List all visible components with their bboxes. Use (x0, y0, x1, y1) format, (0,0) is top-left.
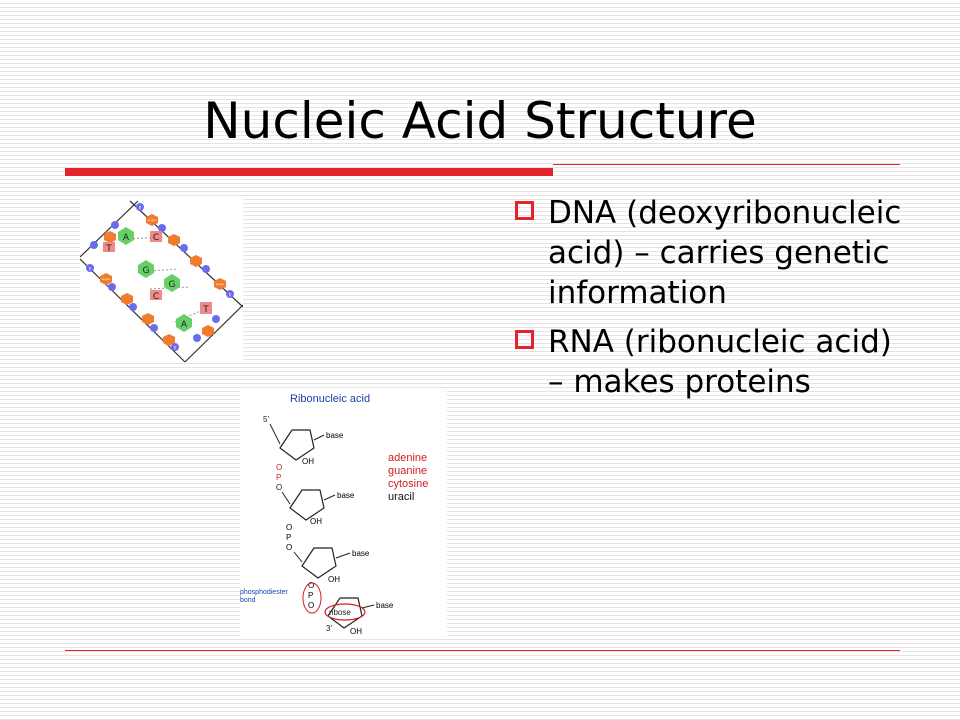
bullet-item-dna: DNA (deoxyribonucleic acid) – carries ge… (512, 193, 912, 313)
rna-diagram: Ribonucleic acid 5' 3' base OH O P O bas… (240, 388, 447, 638)
base-name: guanine (388, 465, 427, 477)
sugar-label: sugar (148, 218, 157, 222)
sugar-label: sugar (216, 282, 225, 286)
oh-label: OH (350, 627, 362, 636)
bullet-text: DNA (deoxyribonucleic acid) – carries ge… (548, 195, 902, 311)
oxygen-label: O (276, 463, 282, 472)
oxygen-label: O (308, 581, 314, 590)
phosphate-label: p (174, 345, 177, 350)
dna-base-label: T (105, 244, 112, 254)
rna-figure-title: Ribonucleic acid (290, 393, 370, 405)
oh-label: OH (328, 575, 340, 584)
hollow-square-icon (515, 330, 534, 349)
base-label: base (326, 431, 344, 440)
hollow-square-icon (515, 201, 534, 220)
phosphorus-label: P (286, 533, 291, 542)
bullet-list: DNA (deoxyribonucleic acid) – carries ge… (512, 193, 912, 411)
phosphorus-label: P (308, 591, 313, 600)
sugar-label: sugar (102, 277, 111, 281)
bullet-item-rna: RNA (ribonucleic acid) – makes proteins (512, 322, 912, 402)
dna-base-label: C (153, 233, 159, 243)
phosphodiester-label-line2: bond (240, 597, 256, 604)
phosphorus-label: P (276, 473, 281, 482)
five-prime-label: 5' (263, 415, 269, 424)
base-name: adenine (388, 452, 427, 464)
phosphate-label: p (229, 292, 232, 297)
three-prime-label: 3' (326, 624, 332, 633)
base-label: base (376, 601, 394, 610)
slide-title: Nucleic Acid Structure (203, 92, 757, 150)
oh-label: OH (302, 457, 314, 466)
dna-base-label: T (202, 305, 209, 315)
ribose-label: ribose (329, 608, 351, 617)
dna-base-label: G (169, 280, 176, 290)
dna-diagram: p p p p sugar sugar sugar A T (79, 197, 244, 363)
phosphodiester-label: phosphodiester (240, 589, 289, 596)
title-underline-thick (65, 168, 553, 176)
footer-rule (65, 650, 900, 651)
bullet-text: RNA (ribonucleic acid) – makes proteins (548, 324, 892, 400)
phosphate-label: p (139, 205, 142, 210)
oxygen-label: O (286, 523, 292, 532)
dna-base-label: A (181, 320, 188, 330)
dna-base-label: G (143, 266, 150, 276)
dna-base-label: A (123, 233, 130, 243)
oxygen-label: O (276, 483, 282, 492)
oh-label: OH (310, 517, 322, 526)
oxygen-label: O (286, 543, 292, 552)
base-label: base (337, 491, 355, 500)
dna-base-label: C (153, 292, 159, 302)
base-name: uracil (388, 491, 414, 503)
phosphate-label: p (89, 266, 92, 271)
title-underline-thin (553, 164, 900, 165)
base-label: base (352, 549, 370, 558)
base-name: cytosine (388, 478, 428, 490)
oxygen-label: O (308, 601, 314, 610)
